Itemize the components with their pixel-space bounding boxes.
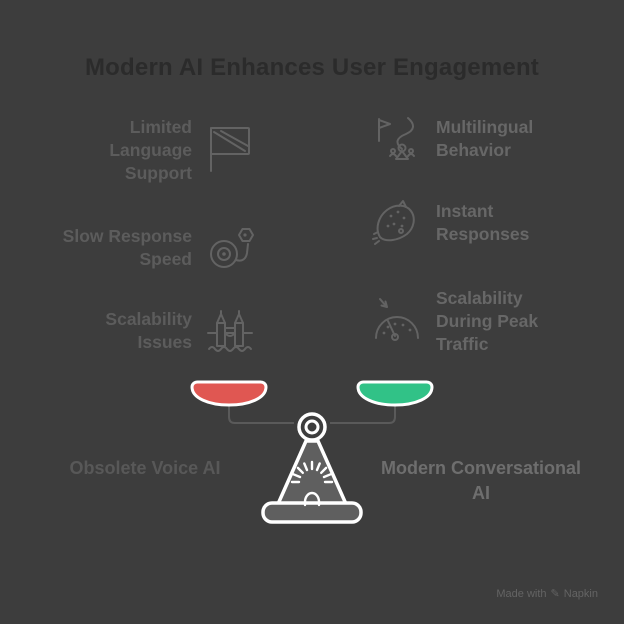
scale-base: [261, 501, 363, 524]
item-label: Limited Language Support: [109, 116, 192, 183]
tower-bridge-icon: [207, 310, 253, 352]
item-label: Instant Responses: [436, 201, 530, 244]
gauge-icon: [375, 298, 419, 341]
right-item-multilingual: Multilingual Behavior: [371, 113, 596, 165]
napkin-logo-icon: ✎: [550, 588, 560, 600]
lightbulb-icon: [290, 460, 334, 507]
left-item-scalability-issues: Scalability Issues: [40, 303, 255, 359]
left-item-slow-response: Slow Response Speed: [40, 220, 255, 276]
footer-prefix: Made with: [496, 587, 547, 600]
item-label: Scalability Issues: [105, 309, 192, 352]
scale-pivot-hub: [304, 419, 320, 435]
right-verdict-label: Modern Conversational AI: [380, 458, 582, 503]
page-title: Modern AI Enhances User Engagement: [84, 54, 539, 81]
right-item-instant-responses: Instant Responses: [371, 197, 596, 249]
cheetah-icon: [372, 200, 415, 245]
left-pan: [190, 380, 268, 407]
left-verdict-label: Obsolete Voice AI: [69, 458, 221, 478]
item-label: Multilingual Behavior: [436, 117, 534, 160]
flag-route-people-icon: [378, 117, 415, 160]
scale-beam-left: [228, 404, 294, 424]
item-label: Scalability During Peak Traffic: [436, 287, 539, 354]
made-with-napkin: Made with ✎ Napkin: [496, 587, 598, 601]
right-item-peak-scalability: Scalability During Peak Traffic: [371, 288, 596, 354]
balance-scale: [190, 380, 434, 524]
scale-beam-right: [330, 404, 396, 424]
scale-stand: [276, 439, 348, 506]
footer-brand: Napkin: [563, 587, 598, 600]
right-pan: [356, 380, 434, 407]
crossed-flag-icon: [210, 127, 250, 172]
item-label: Slow Response Speed: [62, 226, 192, 269]
left-item-limited-language: Limited Language Support: [40, 112, 255, 188]
snail-icon: [210, 228, 254, 268]
